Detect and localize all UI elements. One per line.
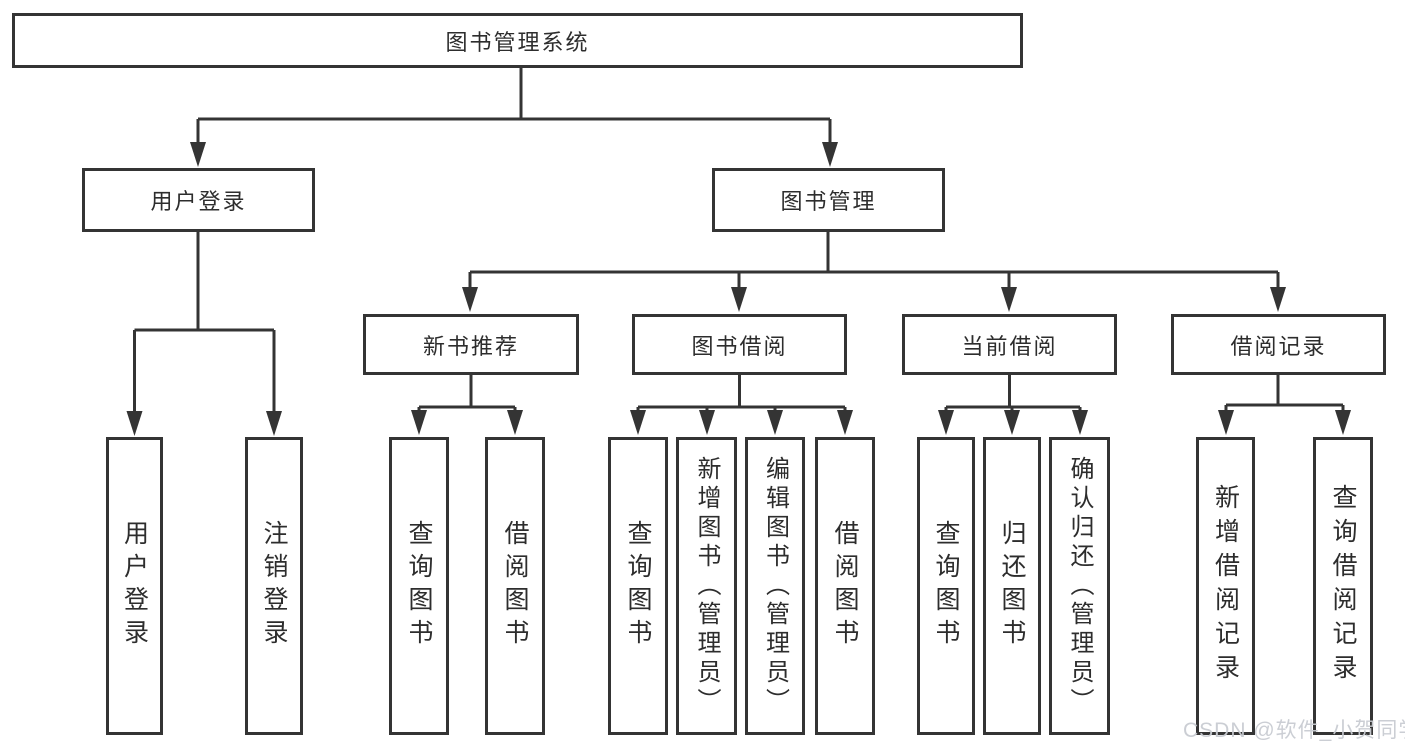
node-borrow-books: 借阅图书: [815, 437, 875, 735]
node-return-books: 归还图书: [983, 437, 1041, 735]
node-add-books-admin: 新增图书（管理员）: [676, 437, 737, 735]
node-query-books-under-current: 查询图书: [917, 437, 975, 735]
node-book-management: 图书管理: [712, 168, 945, 232]
node-query-books-under-recommendation: 查询图书: [389, 437, 449, 735]
connector-current-to-children: [944, 375, 1082, 412]
connector-rec-to-children: [417, 375, 517, 412]
node-edit-books-admin: 编辑图书（管理员）: [745, 437, 805, 735]
node-logout: 注销登录: [245, 437, 303, 735]
connector-root-to-level2: [196, 68, 832, 144]
arrowheads: [126, 142, 1351, 436]
node-borrowing-records: 借阅记录: [1171, 314, 1386, 375]
connector-record-to-children: [1224, 375, 1345, 410]
node-user-login-group: 用户登录: [82, 168, 315, 232]
node-user-login: 用户登录: [106, 437, 163, 735]
node-new-book-recommendation: 新书推荐: [363, 314, 579, 375]
connector-mgmt-to-level3: [468, 232, 1280, 288]
node-confirm-return-admin: 确认归还（管理员）: [1049, 437, 1110, 735]
node-current-borrowing: 当前借阅: [902, 314, 1117, 375]
node-query-books-under-borrowing: 查询图书: [608, 437, 668, 735]
node-borrow-books-under-recommendation: 借阅图书: [485, 437, 545, 735]
node-add-borrowing-record: 新增借阅记录: [1196, 437, 1255, 735]
connector-login-to-children: [133, 232, 276, 412]
node-query-borrowing-record: 查询借阅记录: [1313, 437, 1373, 735]
connector-borrow-to-children: [636, 375, 847, 412]
node-book-borrowing: 图书借阅: [632, 314, 847, 375]
node-library-management-system: 图书管理系统: [12, 13, 1023, 68]
csdn-watermark: CSDN @软件_小贺同学: [1183, 719, 1405, 742]
